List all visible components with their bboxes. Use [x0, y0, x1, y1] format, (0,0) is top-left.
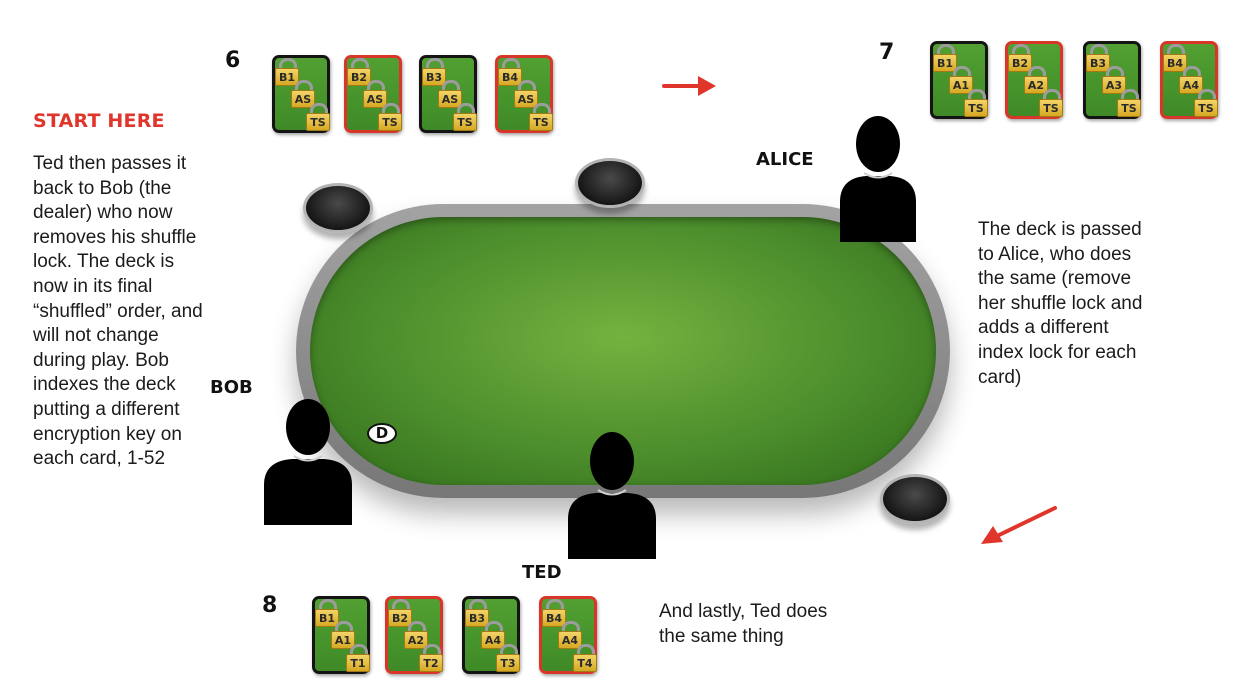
- dealer-button: D: [367, 423, 397, 444]
- ted-lock-icon: TS: [306, 103, 332, 133]
- encrypted-card: B1ASTS: [272, 55, 330, 133]
- lock-label: TS: [1194, 99, 1218, 117]
- ted-lock-icon: T2: [419, 644, 445, 674]
- lock-label: TS: [1117, 99, 1141, 117]
- empty-seat: [303, 183, 373, 233]
- ted-lock-icon: TS: [1194, 89, 1220, 119]
- arrow-down-left-icon: [975, 500, 1065, 550]
- ted-lock-icon: TS: [964, 89, 990, 119]
- lock-label: T3: [496, 654, 520, 672]
- ted-lock-icon: TS: [453, 103, 479, 133]
- player-alice-name: ALICE: [756, 149, 814, 170]
- ted-lock-icon: T3: [496, 644, 522, 674]
- player-ted-avatar: [562, 425, 662, 559]
- step-description-right: The deck is passed to Alice, who does th…: [978, 218, 1218, 390]
- player-bob-name: BOB: [210, 377, 253, 398]
- lock-label: TS: [529, 113, 553, 131]
- lock-label: T4: [573, 654, 597, 672]
- player-bob-avatar: [260, 393, 356, 525]
- step-description-left: Ted then passes it back to Bob (the deal…: [33, 152, 263, 472]
- ted-lock-icon: T1: [346, 644, 372, 674]
- player-alice-avatar: [830, 110, 926, 242]
- ted-lock-icon: TS: [1117, 89, 1143, 119]
- ted-lock-icon: TS: [529, 103, 555, 133]
- step-8-number: 8: [262, 593, 277, 618]
- lock-label: T1: [346, 654, 370, 672]
- arrow-right-icon: [660, 70, 720, 100]
- empty-seat: [880, 474, 950, 524]
- ted-lock-icon: TS: [1039, 89, 1065, 119]
- step-6-number: 6: [225, 48, 240, 73]
- lock-label: TS: [453, 113, 477, 131]
- step-description-bottom: And lastly, Ted does the same thing: [659, 600, 919, 649]
- lock-label: TS: [964, 99, 988, 117]
- player-ted-name: TED: [522, 562, 562, 583]
- lock-label: TS: [306, 113, 330, 131]
- ted-lock-icon: T4: [573, 644, 599, 674]
- start-here-label: START HERE: [33, 110, 165, 132]
- lock-label: T2: [419, 654, 443, 672]
- empty-seat: [575, 158, 645, 208]
- ted-lock-icon: TS: [378, 103, 404, 133]
- step-7-number: 7: [879, 40, 894, 65]
- lock-label: TS: [378, 113, 402, 131]
- lock-label: TS: [1039, 99, 1063, 117]
